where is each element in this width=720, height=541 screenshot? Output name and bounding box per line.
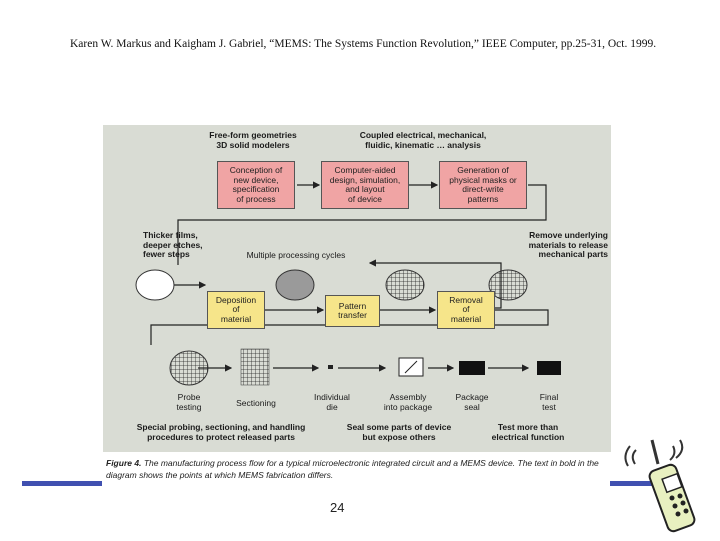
label-free-form: Free-form geometries 3D solid modelers: [209, 130, 297, 150]
caption-text: The manufacturing process flow for a typ…: [106, 458, 599, 480]
citation: Karen W. Markus and Kaigham J. Gabriel, …: [70, 38, 657, 50]
label-thicker-films: Thicker films, deeper etches, fewer step…: [143, 230, 203, 259]
footer-accent-bar-right: [610, 481, 665, 486]
wafer-icon: [275, 269, 315, 301]
page-number: 24: [330, 500, 345, 515]
label-special-probing: Special probing, sectioning, and handlin…: [136, 422, 306, 442]
label-test-more: Test more than electrical function: [491, 422, 565, 442]
sectioned-dice-icon: [240, 348, 270, 386]
step-probe-testing: Probe testing: [176, 392, 202, 412]
design-box-conception: Conception of new device, specification …: [217, 161, 295, 209]
process-flow-figure: Free-form geometries 3D solid modelers C…: [103, 125, 611, 452]
wafer-icon: [488, 269, 528, 301]
die-icon: [328, 365, 333, 369]
flow-diagram-graphics: [135, 181, 561, 386]
caption-band: [103, 452, 611, 488]
figure-caption: Figure 4. The manufacturing process flow…: [106, 457, 611, 481]
wafer-icon: [169, 350, 209, 386]
final-test-package-icon: [537, 361, 561, 375]
label-remove-underlying: Remove underlying materials to release m…: [528, 230, 608, 259]
process-box-pattern: Pattern transfer: [325, 295, 380, 327]
wafer-icon: [385, 269, 425, 301]
footer-accent-bar-left: [22, 481, 102, 486]
step-assembly: Assembly into package: [383, 392, 433, 412]
wafer-icon: [135, 269, 175, 301]
label-coupled-analysis: Coupled electrical, mechanical, fluidic,…: [359, 130, 487, 150]
process-to-backend-line: [150, 309, 549, 345]
step-sectioning: Sectioning: [236, 398, 276, 408]
label-seal-parts: Seal some parts of device but expose oth…: [346, 422, 452, 442]
step-package-seal: Package seal: [455, 392, 489, 412]
design-box-masks: Generation of physical masks or direct-w…: [439, 161, 527, 209]
caption-figure-label: Figure 4.: [106, 458, 142, 468]
package-seal-icon: [459, 361, 485, 375]
step-final-test: Final test: [539, 392, 559, 412]
process-box-removal: Removal of material: [437, 291, 495, 329]
step-individual-die: Individual die: [314, 392, 350, 412]
process-box-deposition: Deposition of material: [207, 291, 265, 329]
mobile-phone-icon: [620, 436, 710, 541]
design-box-cad: Computer-aided design, simulation, and l…: [321, 161, 409, 209]
design-to-process-line: [177, 184, 547, 265]
label-multiple-cycles: Multiple processing cycles: [246, 250, 346, 260]
